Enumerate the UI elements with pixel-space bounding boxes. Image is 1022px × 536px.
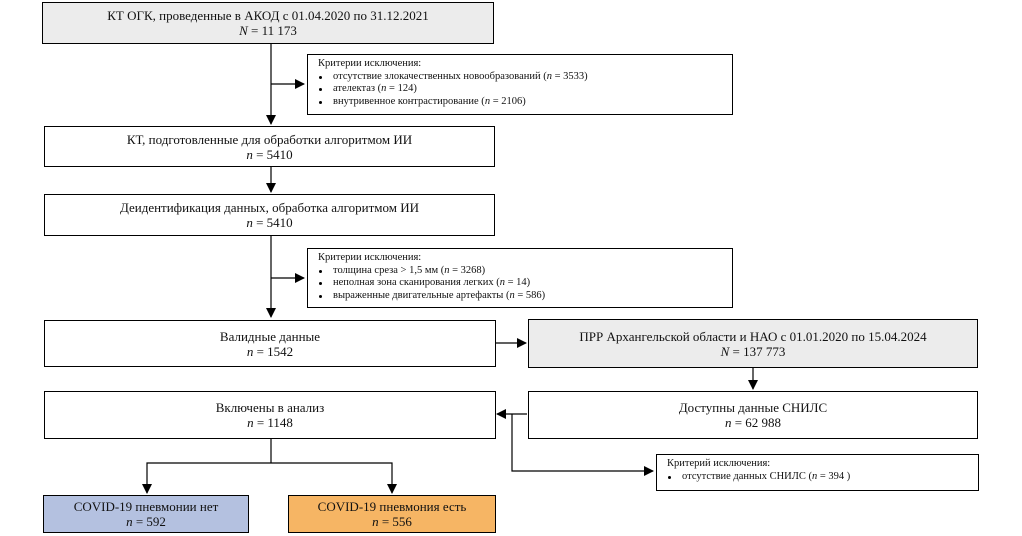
box-kt-ogk-title: КТ ОГК, проведенные в АКОД с 01.04.2020 …: [107, 8, 429, 23]
line-to-exclusion3: [511, 414, 654, 476]
exclusion-1-item: внутривенное контрастирование (n = 2106): [318, 96, 732, 109]
exclusion-1-item: ателектаз (n = 124): [318, 83, 732, 96]
exclusion-2-list: толщина среза > 1,5 мм (n = 3268) неполн…: [318, 265, 732, 303]
box-ppr-n-symbol: N: [720, 343, 730, 359]
arrow-to-covid-yes: [271, 462, 397, 494]
box-included: Включены в анализ n = 1148: [44, 391, 496, 439]
exclusion-3-item: отсутствие данных СНИЛС (n = 394 ): [667, 471, 978, 484]
box-deidentification-n-symbol: n: [246, 215, 253, 230]
exclusion-2-item: толщина среза > 1,5 мм (n = 3268): [318, 265, 732, 278]
box-kt-ogk-n-value: = 11 173: [251, 23, 297, 38]
box-kt-prepared-n-value: = 5410: [256, 146, 293, 162]
box-snils-title: Доступны данные СНИЛС: [678, 400, 828, 415]
exclusion-3-list: отсутствие данных СНИЛС (n = 394 ): [667, 471, 978, 484]
box-included-n-value: = 1148: [256, 415, 293, 430]
arrow-to-covid-no: [142, 462, 271, 494]
box-valid-n-value: = 1542: [256, 343, 294, 359]
box-snils: Доступны данные СНИЛС n = 62 988: [528, 391, 978, 439]
box-valid-data: Валидные данные n = 1542: [44, 320, 496, 367]
box-deidentification-n-value: = 5410: [256, 215, 293, 230]
box-covid-no: COVID-19 пневмонии нет n = 592: [43, 495, 249, 533]
box-kt-prepared-title: КТ, подготовленные для обработки алгорит…: [126, 131, 413, 147]
box-deidentification-title: Деидентификация данных, обработка алгори…: [119, 200, 420, 215]
box-deidentification: Деидентификация данных, обработка алгори…: [44, 194, 495, 236]
box-covid-no-title: COVID-19 пневмонии нет: [73, 499, 219, 514]
box-valid-title: Валидные данные: [219, 328, 321, 344]
box-kt-ogk: КТ ОГК, проведенные в АКОД с 01.04.2020 …: [42, 2, 494, 44]
box-covid-yes-title: COVID-19 пневмония есть: [317, 499, 467, 514]
exclusion-1-item: отсутствие злокачественных новообразован…: [318, 71, 732, 84]
exclusion-2-item: неполная зона сканирования легких (n = 1…: [318, 277, 732, 290]
box-ppr-title: ПРР Архангельской области и НАО с 01.01.…: [579, 328, 927, 344]
box-ppr: ПРР Архангельской области и НАО с 01.01.…: [528, 319, 978, 368]
box-exclusion-3: Критерий исключения: отсутствие данных С…: [656, 454, 979, 491]
box-ppr-n-value: = 137 773: [732, 343, 786, 359]
box-kt-prepared-n-symbol: n: [246, 146, 253, 162]
box-covid-yes-n-symbol: n: [372, 514, 379, 529]
box-snils-n-symbol: n: [724, 415, 732, 430]
box-valid-n-symbol: n: [246, 343, 254, 359]
box-exclusion-1: Критерии исключения: отсутствие злокачес…: [307, 54, 733, 115]
box-snils-n-value: = 62 988: [734, 415, 782, 430]
exclusion-1-list: отсутствие злокачественных новообразован…: [318, 71, 732, 109]
exclusion-3-title: Критерий исключения:: [667, 458, 771, 469]
box-included-title: Включены в анализ: [215, 400, 325, 415]
box-covid-no-n-value: = 592: [135, 514, 166, 529]
box-covid-yes: COVID-19 пневмония есть n = 556: [288, 495, 496, 533]
exclusion-1-title: Критерии исключения:: [318, 58, 422, 69]
box-exclusion-2: Критерии исключения: толщина среза > 1,5…: [307, 248, 733, 308]
box-covid-yes-n-value: = 556: [381, 514, 412, 529]
box-kt-prepared: КТ, подготовленные для обработки алгорит…: [44, 126, 495, 167]
exclusion-2-item: выраженные двигательные артефакты (n = 5…: [318, 290, 732, 303]
box-kt-ogk-n-symbol: N: [239, 23, 248, 38]
box-covid-no-n-symbol: n: [126, 514, 133, 529]
box-included-n-symbol: n: [247, 415, 254, 430]
exclusion-2-title: Критерии исключения:: [318, 252, 422, 263]
